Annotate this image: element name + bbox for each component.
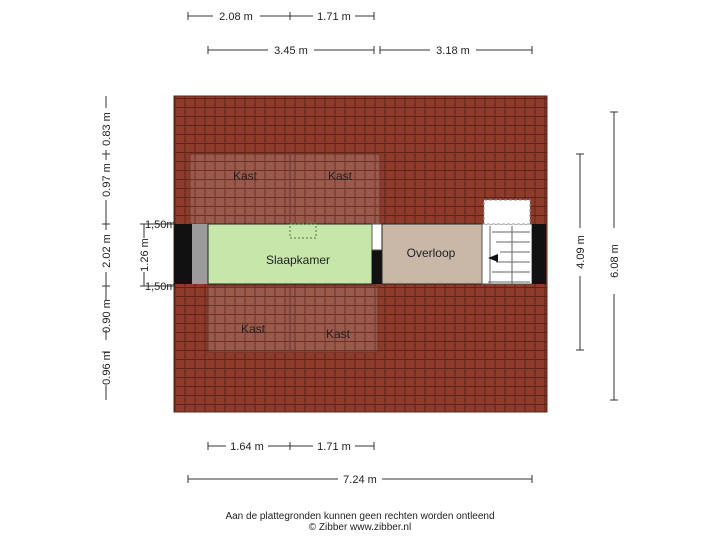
dim-left-2: 0.97 m: [101, 163, 113, 197]
label-overloop: Overloop: [407, 246, 456, 260]
kast-zone-bottom-right: [289, 285, 379, 353]
kast-zone-bottom-left: [207, 285, 291, 353]
label-kast-bottom-right: Kast: [326, 327, 351, 341]
footer-credit: © Zibber www.zibber.nl: [308, 522, 412, 533]
label-kast-bottom-left: Kast: [241, 322, 266, 336]
kast-zone-top-right: [289, 153, 381, 225]
footer-disclaimer: Aan de plattegronden kunnen geen rechten…: [225, 511, 495, 522]
label-slaapkamer: Slaapkamer: [266, 253, 330, 267]
kast-zone-top-left: [189, 153, 291, 225]
dim-bottom-1b: 1.71 m: [317, 441, 351, 453]
wall-middle: [372, 250, 382, 284]
dim-right-inner: 4.09 m: [575, 235, 587, 269]
dim-top-2b: 3.18 m: [436, 45, 470, 57]
staircase: [483, 199, 531, 284]
wall-left: [174, 224, 192, 284]
dim-bottom-1a: 1.64 m: [230, 441, 264, 453]
dimension-lines: [102, 12, 618, 483]
dim-top-2a: 3.45 m: [274, 45, 308, 57]
skylight-marker: [289, 223, 317, 239]
dim-top-1b: 1.71 m: [317, 11, 351, 23]
label-kast-top-right: Kast: [328, 169, 353, 183]
dim-left-3: 2.02 m: [101, 234, 113, 268]
dim-left-5: 0.96 m: [101, 351, 113, 385]
dim-right-outer: 6.08 m: [609, 244, 621, 278]
dim-left-inner: 1.26 m: [139, 238, 151, 272]
dim-top-1a: 2.08 m: [219, 11, 253, 23]
dim-left-inner-bottom: 1,50m: [145, 281, 176, 293]
wall-left-inner: [192, 224, 208, 284]
overloop-room: [381, 223, 483, 285]
dim-bottom-2: 7.24 m: [343, 474, 377, 486]
dim-left-inner-top: 1,50m: [145, 219, 176, 231]
dim-left-1: 0.83 m: [101, 112, 113, 146]
dim-left-4: 0.90 m: [101, 299, 113, 333]
door-opening: [371, 223, 383, 251]
wall-right: [532, 224, 546, 284]
label-kast-top-left: Kast: [233, 169, 258, 183]
